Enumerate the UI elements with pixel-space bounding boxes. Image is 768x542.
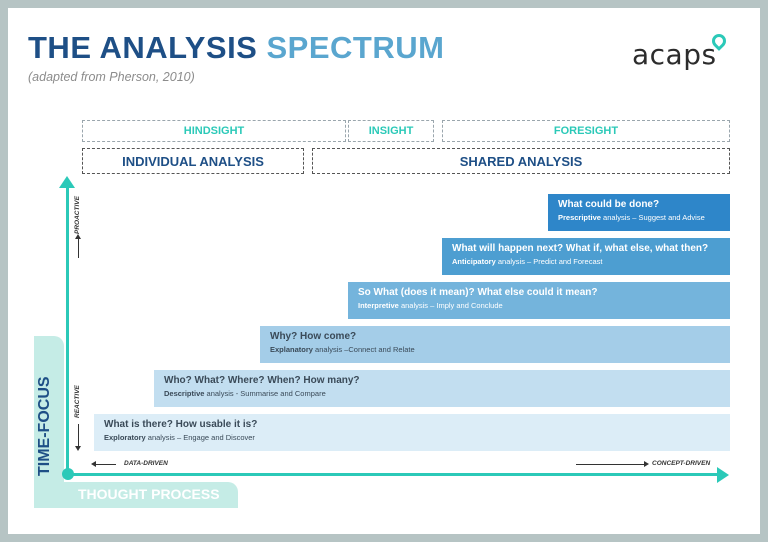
- level-desc: analysis – Imply and Conclude: [398, 301, 503, 310]
- level-question: What is there? How usable it is?: [104, 419, 258, 430]
- arrow-left-icon: [91, 461, 96, 467]
- level-type: Anticipatory: [452, 257, 496, 266]
- x-axis-arrow-icon: [717, 467, 729, 483]
- header-shared-analysis: SHARED ANALYSIS: [312, 148, 730, 174]
- level-desc: analysis –Connect and Relate: [312, 345, 415, 354]
- level-description: Anticipatory analysis – Predict and Fore…: [452, 256, 720, 267]
- time-focus-box: [34, 336, 64, 502]
- proactive-label: PROACTIVE: [74, 196, 81, 234]
- level-question: Why? How come?: [270, 331, 357, 342]
- concept-driven-line: [576, 464, 644, 465]
- level-interpretive: So What (does it mean)? What else could …: [348, 282, 730, 319]
- x-axis-label: THOUGHT PROCESS: [78, 486, 220, 502]
- x-axis: [66, 473, 718, 476]
- title-word-the: THE: [28, 30, 92, 65]
- header-individual-analysis: INDIVIDUAL ANALYSIS: [82, 148, 304, 174]
- data-driven-line: [96, 464, 116, 465]
- proactive-line: [78, 238, 79, 258]
- y-axis-label: TIME-FOCUS: [36, 376, 53, 476]
- page-title: THE ANALYSIS SPECTRUM: [28, 30, 444, 66]
- level-description: Interpretive analysis – Imply and Conclu…: [358, 300, 720, 311]
- thought-process-box: [34, 482, 238, 508]
- level-type: Prescriptive: [558, 213, 601, 222]
- level-type: Descriptive: [164, 389, 205, 398]
- y-axis: [66, 186, 69, 476]
- arrow-right-icon: [644, 461, 649, 467]
- reactive-line: [78, 424, 79, 446]
- y-axis-arrow-icon: [59, 176, 75, 188]
- level-question: What could be done?: [558, 199, 660, 210]
- level-description: Explanatory analysis –Connect and Relate: [270, 344, 720, 355]
- level-descriptive: Who? What? Where? When? How many? Descri…: [154, 370, 730, 407]
- level-desc: analysis – Suggest and Advise: [600, 213, 705, 222]
- level-description: Exploratory analysis – Engage and Discov…: [104, 432, 720, 443]
- level-type: Interpretive: [358, 301, 399, 310]
- concept-driven-label: CONCEPT-DRIVEN: [652, 460, 711, 467]
- level-anticipatory: What will happen next? What if, what els…: [442, 238, 730, 275]
- level-exploratory: What is there? How usable it is? Explora…: [94, 414, 730, 451]
- subtitle: (adapted from Pherson, 2010): [28, 70, 195, 84]
- level-desc: analysis – Predict and Forecast: [495, 257, 603, 266]
- level-explanatory: Why? How come? Explanatory analysis –Con…: [260, 326, 730, 363]
- arrow-up-icon: [75, 234, 81, 239]
- level-desc: analysis – Engage and Discover: [145, 433, 255, 442]
- acaps-logo: acaps: [632, 38, 717, 71]
- level-question: So What (does it mean)? What else could …: [358, 287, 598, 298]
- title-word-analysis: ANALYSIS: [99, 30, 258, 65]
- origin-dot: [62, 468, 74, 480]
- level-prescriptive: What could be done? Prescriptive analysi…: [548, 194, 730, 231]
- reactive-label: REACTIVE: [74, 385, 81, 418]
- header-insight: INSIGHT: [348, 120, 434, 142]
- level-question: Who? What? Where? When? How many?: [164, 375, 360, 386]
- level-type: Exploratory: [104, 433, 146, 442]
- level-type: Explanatory: [270, 345, 313, 354]
- header-foresight: FORESIGHT: [442, 120, 730, 142]
- level-description: Descriptive analysis - Summarise and Com…: [164, 388, 720, 399]
- arrow-down-icon: [75, 446, 81, 451]
- header-hindsight: HINDSIGHT: [82, 120, 346, 142]
- data-driven-label: DATA-DRIVEN: [124, 460, 168, 467]
- level-desc: analysis - Summarise and Compare: [204, 389, 326, 398]
- level-description: Prescriptive analysis – Suggest and Advi…: [558, 212, 720, 223]
- title-word-spectrum: SPECTRUM: [266, 30, 445, 65]
- level-question: What will happen next? What if, what els…: [452, 243, 709, 254]
